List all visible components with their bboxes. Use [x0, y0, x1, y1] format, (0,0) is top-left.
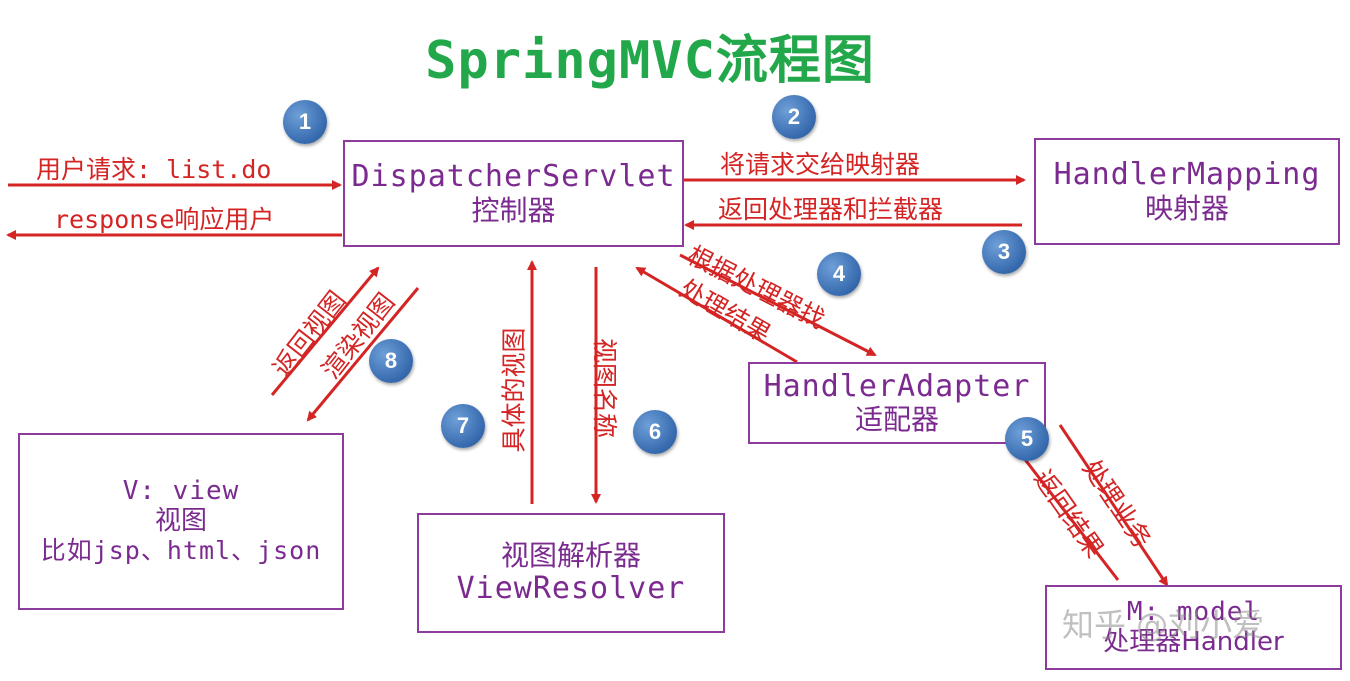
- arrow-render-view: [306, 287, 420, 422]
- handler-adapter-cn: 适配器: [854, 403, 939, 437]
- model-line2: 处理器Handler: [1103, 626, 1284, 657]
- step-1-badge: 1: [283, 100, 327, 144]
- arrow-from-handler: [1008, 438, 1120, 581]
- handler-adapter-box: HandlerAdapter 适配器: [748, 362, 1046, 444]
- view-resolver-name: ViewResolver: [456, 570, 686, 606]
- watermark: 知乎 @刘小爱: [1062, 606, 1265, 644]
- step-3-badge: 3: [982, 230, 1026, 274]
- view-line3: 比如jsp、html、json: [40, 536, 322, 566]
- step-6-badge: 6: [633, 410, 677, 454]
- arrow-from-adapter: [635, 266, 798, 364]
- model-box: M: model 处理器Handler: [1045, 585, 1342, 670]
- model-line1: M: model: [1126, 596, 1261, 627]
- dispatcher-servlet-name: DispatcherServlet: [351, 159, 676, 195]
- view-line1: V: view: [122, 476, 240, 507]
- label-to-mapping: 将请求交给映射器: [720, 150, 921, 179]
- step-5-badge: 5: [1005, 417, 1049, 461]
- step-8-badge: 8: [369, 339, 413, 383]
- view-resolver-box: 视图解析器 ViewResolver: [417, 513, 725, 633]
- view-resolver-cn: 视图解析器: [500, 538, 641, 572]
- label-response: response响应用户: [54, 205, 275, 234]
- step-2-badge: 2: [772, 95, 816, 139]
- arrow-to-handler: [1058, 424, 1169, 587]
- page-title: SpringMVC流程图: [425, 31, 875, 91]
- label-from-resolver: 具体的视图: [499, 327, 529, 453]
- label-from-mapping: 返回处理器和拦截器: [718, 195, 944, 224]
- arrow-return-view: [270, 266, 380, 396]
- step-7-badge: 7: [441, 404, 485, 448]
- view-line2: 视图: [154, 506, 207, 537]
- view-box: V: view 视图 比如jsp、html、json: [18, 433, 344, 610]
- handler-mapping-name: HandlerMapping: [1053, 157, 1321, 193]
- arrow-to-adapter: [679, 253, 877, 357]
- handler-mapping-box: HandlerMapping 映射器: [1034, 138, 1340, 245]
- dispatcher-servlet-cn: 控制器: [471, 193, 556, 227]
- handler-adapter-name: HandlerAdapter: [763, 368, 1031, 404]
- label-user-request: 用户请求: list.do: [36, 155, 272, 184]
- label-to-resolver: 视图名称: [590, 337, 620, 439]
- step-4-badge: 4: [817, 252, 861, 296]
- dispatcher-servlet-box: DispatcherServlet 控制器: [343, 140, 684, 247]
- handler-mapping-cn: 映射器: [1144, 191, 1229, 225]
